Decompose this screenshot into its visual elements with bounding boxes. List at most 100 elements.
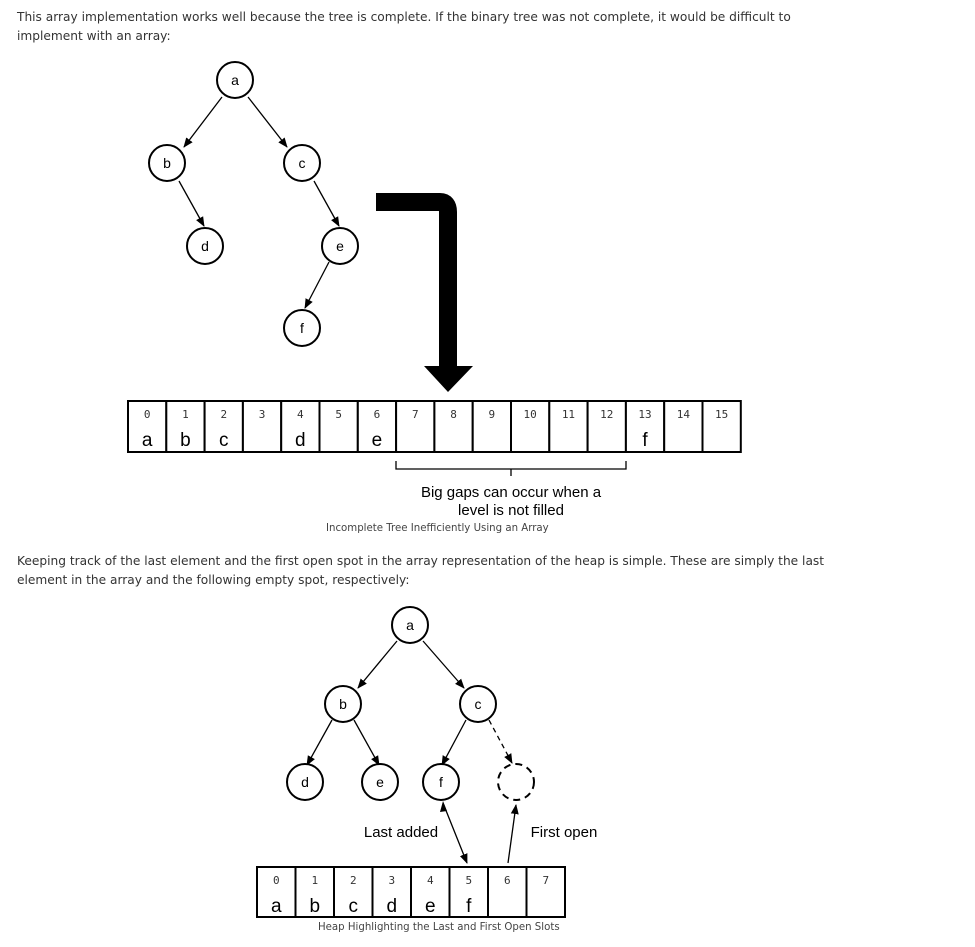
array-cell: 0a xyxy=(256,866,297,918)
node-label: b xyxy=(339,696,347,712)
array-value: d xyxy=(386,896,397,917)
edge-a-b xyxy=(357,640,398,689)
array-index: 7 xyxy=(412,408,419,421)
array-cell: 7 xyxy=(525,866,566,918)
heap-node-a: a xyxy=(391,606,429,644)
array-index: 2 xyxy=(220,408,227,421)
array-cell: 4e xyxy=(410,866,451,918)
tree-node-d: d xyxy=(186,227,224,265)
array-index: 3 xyxy=(388,874,395,887)
edge-b-e xyxy=(353,719,380,766)
array-index: 11 xyxy=(562,408,575,421)
array-index: 8 xyxy=(450,408,457,421)
node-label: b xyxy=(163,155,171,171)
array-cell: 10 xyxy=(510,400,551,453)
heap-node-c: c xyxy=(459,685,497,723)
array-cell: 2c xyxy=(203,400,244,453)
edge-a-c xyxy=(247,96,288,148)
tree-node-f: f xyxy=(283,309,321,347)
edge-b-d xyxy=(178,180,205,227)
array-index: 15 xyxy=(715,408,728,421)
array-value: e xyxy=(425,896,436,917)
array-value: b xyxy=(309,896,320,917)
array-cell: 5 xyxy=(318,400,359,453)
first-open-label: First open xyxy=(531,824,598,841)
array-value: f xyxy=(642,430,648,451)
array-cell: 4d xyxy=(280,400,321,453)
array-cell: 1b xyxy=(294,866,335,918)
tree-node-c: c xyxy=(283,144,321,182)
array-value: a xyxy=(271,896,282,917)
figure1-caption: Incomplete Tree Inefficiently Using an A… xyxy=(326,523,549,534)
node-label: d xyxy=(301,774,309,790)
edge-e-f xyxy=(304,261,330,309)
array-index: 0 xyxy=(273,874,280,887)
heap-node-e: e xyxy=(361,763,399,801)
heap-node-f: f xyxy=(422,763,460,801)
array-value: f xyxy=(466,896,472,917)
array-index: 2 xyxy=(350,874,357,887)
array-cell: 2c xyxy=(333,866,374,918)
node-label: a xyxy=(406,617,414,633)
gap-brace xyxy=(395,461,627,476)
big-arrow-head xyxy=(424,366,473,392)
array-index: 0 xyxy=(144,408,151,421)
array-value: c xyxy=(219,430,229,451)
array-index: 3 xyxy=(259,408,266,421)
array-value: e xyxy=(372,430,383,451)
array-index: 13 xyxy=(638,408,651,421)
node-label: e xyxy=(376,774,384,790)
array-cell: 9 xyxy=(471,400,513,453)
first-open-pointer xyxy=(507,804,519,864)
tree-node-e: e xyxy=(321,227,359,265)
heap-node-b: b xyxy=(324,685,362,723)
array-cell: 0a xyxy=(127,400,168,453)
array-value: a xyxy=(142,430,153,451)
open-slot-node xyxy=(497,763,535,801)
tree-node-b: b xyxy=(148,144,186,182)
array-cell: 3d xyxy=(371,866,412,918)
array-cell: 5f xyxy=(448,866,489,918)
array-index: 12 xyxy=(600,408,613,421)
intro-paragraph: This array implementation works well bec… xyxy=(17,10,791,43)
node-label: c xyxy=(475,696,482,712)
node-label: c xyxy=(299,155,306,171)
tree-node-a: a xyxy=(216,61,254,99)
node-label: a xyxy=(231,72,239,88)
edge-b-d xyxy=(306,719,333,766)
array-cell: 13 f xyxy=(624,400,666,453)
array-index: 9 xyxy=(489,408,496,421)
last-added-label: Last added xyxy=(364,824,438,841)
array-index: 4 xyxy=(297,408,304,421)
array-index: 4 xyxy=(427,874,434,887)
array-value: d xyxy=(295,430,306,451)
node-label: e xyxy=(336,238,344,254)
array-cell: 3 xyxy=(241,400,283,453)
figure2-caption: Heap Highlighting the Last and First Ope… xyxy=(318,922,560,933)
second-paragraph: Keeping track of the last element and th… xyxy=(17,554,825,587)
array-index: 6 xyxy=(504,874,511,887)
edge-c-f xyxy=(441,719,467,766)
heap-node-d: d xyxy=(286,763,324,801)
array-cell: 14 xyxy=(663,400,704,453)
array-index: 6 xyxy=(374,408,381,421)
gap-note-line1: Big gaps can occur when a xyxy=(421,484,602,501)
array-index: 7 xyxy=(542,874,549,887)
array-index: 10 xyxy=(524,408,537,421)
array-index: 1 xyxy=(311,874,318,887)
edge-c-open-dashed xyxy=(488,719,513,764)
last-added-pointer xyxy=(442,802,468,864)
array-index: 1 xyxy=(182,408,189,421)
array-index: 14 xyxy=(677,408,691,421)
gap-note-line2: level is not filled xyxy=(458,502,564,519)
big-bent-arrow xyxy=(376,193,457,370)
array-cell: 6 xyxy=(487,866,528,918)
array-index: 5 xyxy=(335,408,342,421)
node-label: d xyxy=(201,238,209,254)
array-cell: 12 xyxy=(586,400,627,453)
last-added-pointer-head xyxy=(440,801,447,812)
